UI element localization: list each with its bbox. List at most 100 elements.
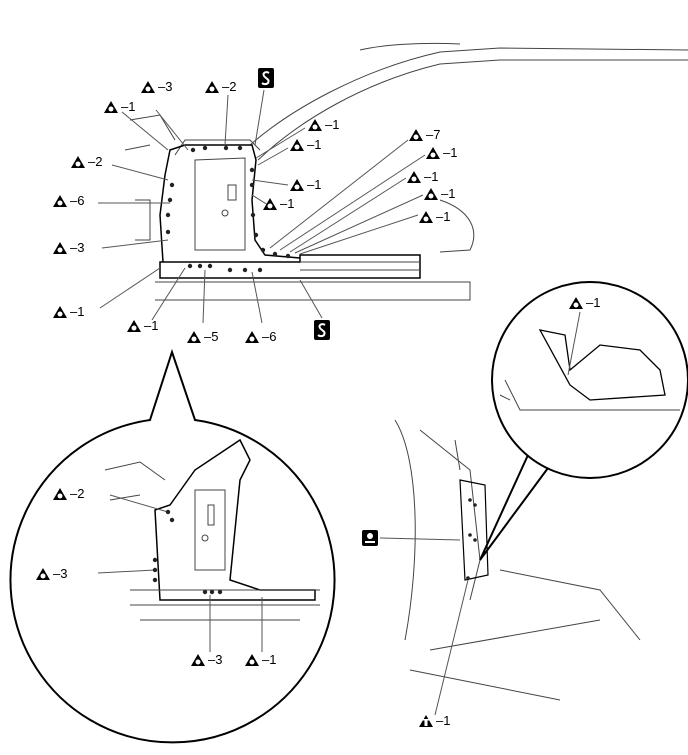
spot-weld-triangle-icon — [53, 306, 67, 318]
sectioning-s-icon — [314, 320, 330, 340]
callout-a3-left: –3 — [52, 241, 84, 255]
callout-r4: –1 — [262, 197, 294, 211]
spot-weld-triangle-icon — [187, 331, 201, 343]
spot-welder-icon — [362, 530, 378, 546]
callout-label: –1 — [307, 137, 322, 152]
a-pillar-outer — [174, 139, 261, 156]
zoom-hole — [201, 534, 209, 542]
zoom-slot — [207, 504, 215, 526]
callout-zoom-bottom3: –3 — [190, 653, 222, 667]
pillar-inner-panel — [194, 157, 246, 251]
spot-weld-triangle-icon — [245, 331, 259, 343]
callout-label: –2 — [70, 486, 85, 501]
callout-zoom-a2: –2 — [52, 487, 84, 501]
right-body-outline — [394, 419, 641, 701]
rocker-ribs — [300, 261, 420, 271]
callout-label: –7 — [426, 127, 441, 142]
callout-a1-bottom: –1 — [126, 319, 158, 333]
callout-a1-bottomleft: –1 — [52, 305, 84, 319]
callout-r3: –1 — [289, 178, 321, 192]
spot-weld-triangle-icon — [569, 297, 583, 309]
detail-floor — [499, 379, 680, 411]
detail-pointer — [479, 454, 549, 561]
weld-points-zoom — [152, 509, 223, 595]
callout-label: –1 — [70, 304, 85, 319]
zoom-hinge — [104, 461, 166, 501]
callout-label: –3 — [208, 652, 223, 667]
callout-label: –5 — [204, 329, 219, 344]
zoom-inner-panel — [194, 489, 226, 571]
callout-label: –6 — [70, 193, 85, 208]
callout-label: –1 — [262, 652, 277, 667]
callout-label: –1 — [424, 169, 439, 184]
a-pillar-lower — [159, 174, 166, 263]
callout-r1: –1 — [307, 118, 339, 132]
callout-label: –1 — [586, 295, 601, 310]
roof-rail-inner — [257, 59, 688, 161]
callout-r8: –1 — [423, 187, 455, 201]
right-pillar — [459, 479, 489, 581]
callout-label: –1 — [121, 99, 136, 114]
callout-a3-top: –3 — [140, 80, 172, 94]
pillar-slot — [227, 184, 237, 201]
windshield-frame — [359, 42, 461, 51]
callout-label: –1 — [436, 209, 451, 224]
callout-r6: –1 — [425, 146, 457, 160]
spot-weld-triangle-icon — [407, 171, 421, 183]
spot-weld-triangle-icon — [205, 81, 219, 93]
spot-weld-triangle-icon — [127, 320, 141, 332]
weld-points-top — [165, 145, 291, 273]
spot-weld-triangle-icon — [263, 198, 277, 210]
zoom-pillar — [154, 438, 316, 601]
roof-rail-outer — [249, 47, 688, 146]
callout-label: –2 — [88, 154, 103, 169]
callout-label: –3 — [70, 240, 85, 255]
detail-circle — [491, 281, 688, 479]
rocker-lower — [155, 281, 471, 301]
callout-a1-left: –1 — [103, 100, 135, 114]
callout-label: –2 — [222, 79, 237, 94]
spot-weld-triangle-icon — [141, 81, 155, 93]
leader-lines-top — [98, 89, 426, 324]
callout-label: –1 — [443, 145, 458, 160]
sectioning-s-icon — [258, 68, 274, 88]
callout-label: –3 — [158, 79, 173, 94]
spot-weld-triangle-icon — [409, 129, 423, 141]
callout-a6-bottom: –6 — [244, 330, 276, 344]
callout-label: –6 — [262, 329, 277, 344]
callout-zoom-bottom1: –1 — [244, 653, 276, 667]
spot-weld-triangle-icon — [419, 211, 433, 223]
hinge-area — [124, 114, 176, 241]
zoom-rocker — [130, 589, 320, 621]
spot-weld-triangle-icon — [290, 179, 304, 191]
callout-label: –1 — [436, 713, 451, 728]
spot-weld-triangle-icon — [53, 488, 67, 500]
spot-weld-triangle-icon — [71, 156, 85, 168]
pillar-hole — [221, 209, 229, 217]
callout-detail-top: –1 — [568, 296, 600, 310]
callout-r5: –7 — [408, 128, 440, 142]
floor-outline — [439, 199, 475, 253]
spot-weld-triangle-icon — [424, 188, 438, 200]
spot-weld-triangle-icon — [36, 568, 50, 580]
spot-weld-triangle-icon — [191, 654, 205, 666]
callout-a6-left: –6 — [52, 194, 84, 208]
spot-weld-triangle-icon — [53, 242, 67, 254]
detail-part — [538, 329, 666, 401]
callout-label: –1 — [325, 117, 340, 132]
callout-r2: –1 — [289, 138, 321, 152]
right-leaders — [379, 537, 469, 716]
spot-weld-triangle-icon — [308, 119, 322, 131]
spot-weld-triangle-icon — [290, 139, 304, 151]
callout-a2-left: –2 — [70, 155, 102, 169]
spot-weld-triangle-icon — [53, 195, 67, 207]
spot-weld-triangle-icon — [245, 654, 259, 666]
callout-label: –1 — [307, 177, 322, 192]
detail-leader — [567, 311, 581, 376]
spot-weld-triangle-icon — [104, 101, 118, 113]
zoom-leaders — [97, 494, 263, 652]
callout-label: –1 — [144, 318, 159, 333]
callout-a5-bottom: –5 — [186, 330, 218, 344]
callout-label: –1 — [280, 196, 295, 211]
